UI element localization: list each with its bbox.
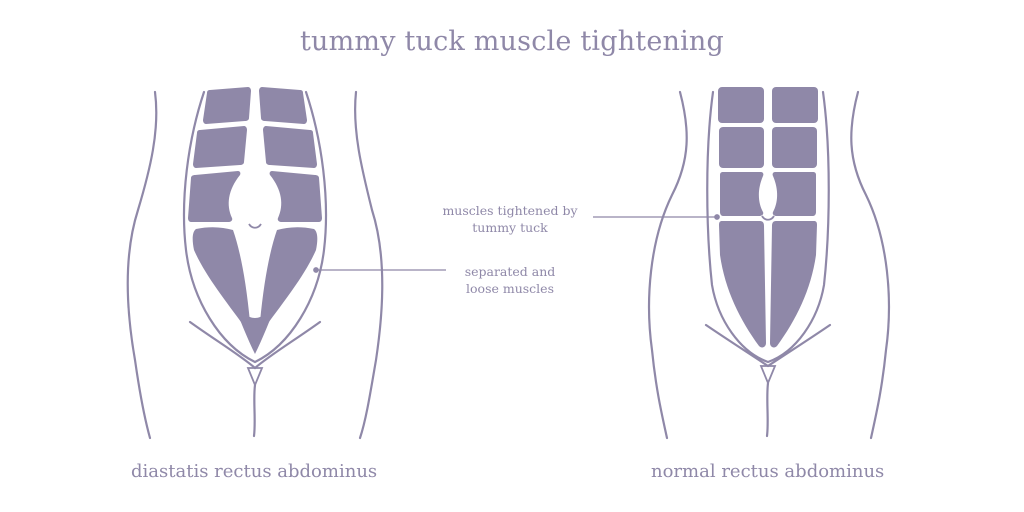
- right-torso-right-contour: [850, 90, 891, 440]
- leader-separated-dot: [313, 267, 319, 273]
- callout-tightened-line2: tummy tuck: [472, 220, 548, 235]
- diastasis-figure: [126, 90, 384, 440]
- left-inguinal-left: [188, 320, 257, 370]
- right-torso-left-contour: [647, 90, 688, 440]
- normal-figure: [647, 90, 891, 440]
- right-muscle-sheath: [706, 90, 830, 364]
- diastasis-muscles: [188, 87, 322, 354]
- left-muscle-sheath: [182, 90, 328, 364]
- right-midline: [765, 381, 770, 438]
- right-navel: [761, 215, 775, 221]
- callout-separated-line2: loose muscles: [466, 281, 554, 296]
- leader-tightened-dot: [714, 214, 720, 220]
- right-inguinal-right: [766, 323, 832, 368]
- callout-separated-line1: separated and: [464, 264, 556, 279]
- normal-muscles: [718, 87, 818, 348]
- callout-tightened: muscles tightened by tummy tuck: [420, 202, 600, 236]
- right-inguinal-left: [704, 323, 770, 368]
- callout-tightened-line1: muscles tightened by: [442, 203, 578, 218]
- right-pubic-triangle: [759, 365, 777, 386]
- caption-normal: normal rectus abdominus: [651, 461, 885, 482]
- left-navel: [248, 223, 262, 229]
- callout-leaders: [313, 214, 720, 273]
- diagram-title: tummy tuck muscle tightening: [299, 26, 725, 57]
- left-inguinal-right: [253, 320, 322, 370]
- left-torso-right-contour: [354, 90, 384, 440]
- left-torso-left-contour: [126, 90, 158, 440]
- left-midline: [252, 383, 257, 438]
- caption-diastasis: diastatis rectus abdominus: [131, 461, 378, 482]
- callout-separated: separated and loose muscles: [430, 263, 590, 297]
- left-pubic-triangle: [246, 367, 264, 388]
